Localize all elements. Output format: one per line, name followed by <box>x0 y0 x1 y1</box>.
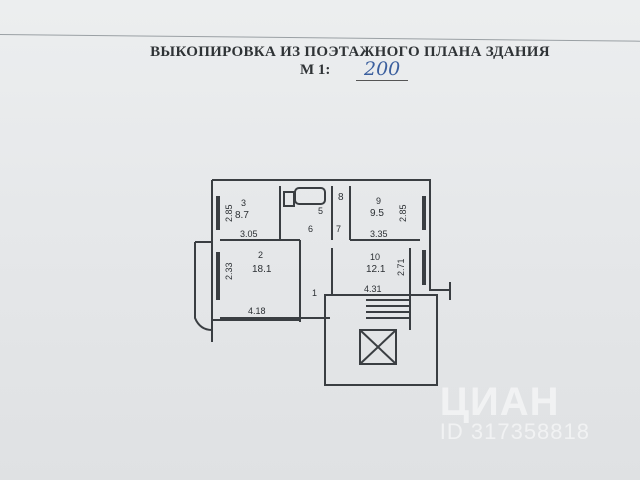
document-title: ВЫКОПИРОВКА ИЗ ПОЭТАЖНОГО ПЛАНА ЗДАНИЯ <box>150 44 550 60</box>
dim-room10-width: 4.31 <box>364 284 382 294</box>
room-2-number: 2 <box>258 250 263 260</box>
room-5-number: 5 <box>318 206 323 216</box>
dim-room3-width: 3.05 <box>240 229 258 239</box>
room-9-number: 9 <box>376 196 381 206</box>
room-2-area: 18.1 <box>252 264 272 275</box>
watermark: ЦИАН ID 317358818 <box>440 380 590 445</box>
room-6-number: 6 <box>308 224 313 234</box>
dim-room2-width: 4.18 <box>248 306 266 316</box>
room-10-number: 10 <box>370 252 380 262</box>
scale-value: 200 <box>356 58 409 81</box>
watermark-id: ID 317358818 <box>439 419 590 444</box>
room-3-area: 8.7 <box>235 210 249 221</box>
dim-room2-height: 2.33 <box>224 262 234 280</box>
watermark-brand: ЦИАН <box>439 380 560 424</box>
room-3-number: 3 <box>241 198 246 208</box>
scale-label: М 1: <box>300 62 331 78</box>
room-10-area: 12.1 <box>366 264 386 275</box>
room-9-area: 9.5 <box>370 208 384 219</box>
room-1-number: 1 <box>312 288 317 298</box>
dim-room9-width: 3.35 <box>370 229 388 239</box>
room-8-number: 8 <box>338 192 344 203</box>
dim-room10-height: 2.71 <box>396 258 406 276</box>
dim-room9-height: 2.85 <box>398 204 408 222</box>
dim-room3-height: 2.85 <box>224 204 234 222</box>
room-7-number: 7 <box>336 224 341 234</box>
